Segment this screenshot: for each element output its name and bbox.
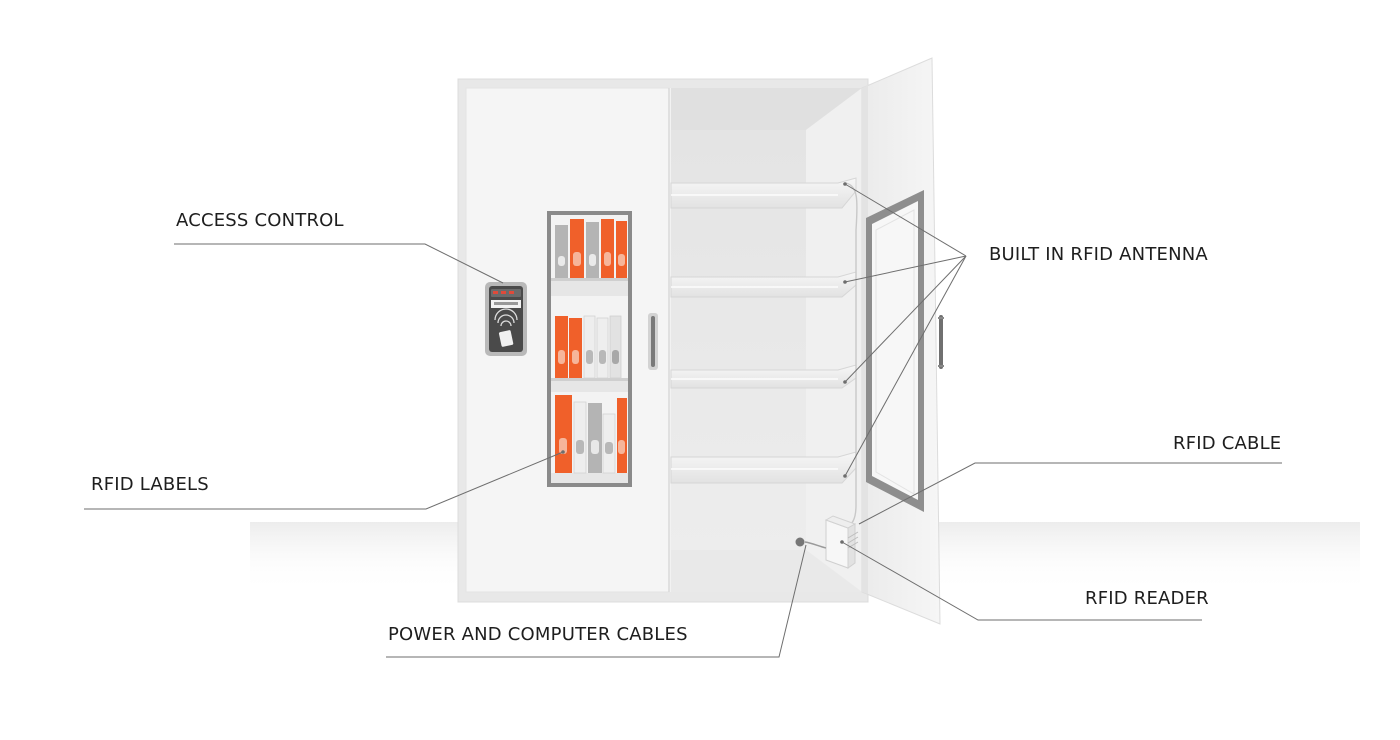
binder-row-top [555,219,627,278]
left-door-window [547,211,632,487]
callout-rfid-cable: RFID CABLE [1173,433,1282,454]
right-door-handle [938,315,944,369]
contactless-wave-icon [494,308,518,327]
leader-rfid-labels [84,451,564,510]
rfid-reader-box [824,515,859,569]
callout-power-and-computer-cables: POWER AND COMPUTER CABLES [388,624,688,645]
left-door-handle [648,313,658,370]
leader-rfid-reader [841,541,1202,621]
right-open-door [861,57,944,625]
leader-endpoints [561,182,847,544]
binder-row-bottom [555,395,627,474]
shelf [670,177,857,209]
leader-power-cables [386,544,807,658]
power-cable-socket [795,537,827,549]
callout-rfid-labels: RFID LABELS [91,474,209,495]
interior-shelves [670,177,857,484]
callout-rfid-reader: RFID READER [1085,588,1209,609]
shelf [670,364,857,389]
rfid-access-reader-icon [485,282,527,356]
callout-built-in-rfid-antenna: BUILT IN RFID ANTENNA [989,244,1208,265]
binder-row-middle [555,315,622,379]
leader-antenna-2 [844,255,967,283]
shelf [670,451,857,484]
leader-antenna-1 [844,183,967,257]
callout-access-control: ACCESS CONTROL [176,210,344,231]
leader-rfid-cable [858,462,1282,525]
leader-lines [84,183,1282,658]
leader-access-control [174,243,504,284]
leader-antenna-3 [844,255,967,383]
leader-antenna-4 [844,255,967,477]
